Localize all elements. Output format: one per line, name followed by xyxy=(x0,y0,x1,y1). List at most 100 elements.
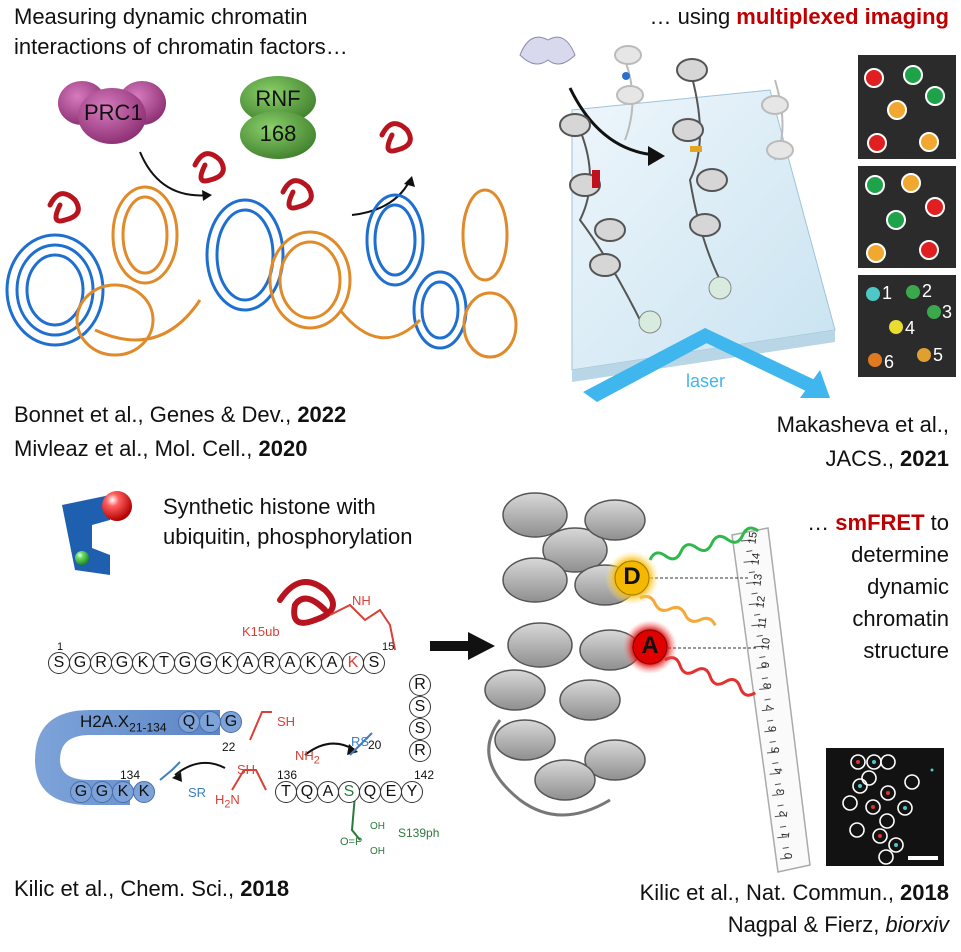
position-136: 136 xyxy=(277,768,298,782)
ruler-number: 2 xyxy=(777,809,791,818)
ruler-number: 6 xyxy=(767,725,780,733)
position-20: 20 xyxy=(368,738,382,752)
ruler-tick xyxy=(767,719,774,722)
ruler-tick xyxy=(756,634,763,637)
nh2-label-2: H2N xyxy=(215,792,240,811)
residue-circle: K xyxy=(133,781,155,803)
ruler-tick xyxy=(769,740,776,743)
ruler-number: 11 xyxy=(756,616,770,630)
polymerase-icon xyxy=(519,36,576,65)
top-right-heading: … using multiplexed imaging xyxy=(649,4,949,29)
ruler-tick xyxy=(761,709,772,712)
rnf-label-line2: 168 xyxy=(259,121,297,146)
ruler-tick xyxy=(761,677,768,680)
residue-circle: S xyxy=(48,652,70,674)
residue-circle: G xyxy=(174,652,196,674)
ref-makasheva-line2: JACS., 2021 xyxy=(825,446,949,471)
thioester-2 xyxy=(159,761,181,781)
acceptor-label: A xyxy=(641,632,659,659)
residue-circle: S xyxy=(338,781,360,803)
ruler-tick xyxy=(751,592,758,595)
spot-number-3: 3 xyxy=(942,302,953,322)
ref-nagpal-fierz: Nagpal & Fierz, biorxiv xyxy=(727,912,949,937)
donor-dye xyxy=(614,560,650,596)
ruler-tick xyxy=(774,783,781,786)
rnf168-complex-icon xyxy=(240,76,316,159)
surface-anchor-2 xyxy=(708,276,732,300)
phosphate-label: O=P xyxy=(340,836,363,848)
laser-beam-in xyxy=(583,328,720,402)
residue-circle: G xyxy=(220,711,242,733)
top-left-heading-line1: Measuring dynamic chromatin xyxy=(14,4,308,29)
big-right-arrow xyxy=(430,632,495,660)
ruler-number: 12 xyxy=(754,594,768,609)
ruler-tick xyxy=(764,730,775,733)
position-15: 15 xyxy=(382,641,395,653)
residue-circle: K xyxy=(216,652,238,674)
residue-circle: G xyxy=(69,652,91,674)
residue-circle: S xyxy=(409,696,431,718)
residue-circle: G xyxy=(111,652,133,674)
ruler-tick xyxy=(754,613,761,616)
cys-sidechain-1 xyxy=(249,711,272,741)
ruler-tick xyxy=(743,560,754,563)
spot-number-5: 5 xyxy=(933,345,944,365)
synthetic-histone-icon xyxy=(62,491,132,575)
surface-anchor-1 xyxy=(638,310,662,334)
ruler-tick xyxy=(772,762,779,765)
residue-circle: Q xyxy=(296,781,318,803)
residue-circle: R xyxy=(409,740,431,762)
ruler-number: 15 xyxy=(746,531,760,545)
acceptor-dye xyxy=(632,629,668,665)
ruler-tick xyxy=(777,804,784,807)
orange-label-marker xyxy=(690,146,702,152)
k15ub-label: K15ub xyxy=(242,624,280,639)
residue-circle: Y xyxy=(401,781,423,803)
residue-circle: S xyxy=(363,652,385,674)
residue-circle: K xyxy=(342,652,364,674)
residue-circle: A xyxy=(317,781,339,803)
nh-linker-label: NH xyxy=(352,593,371,608)
residue-circle: G xyxy=(91,781,113,803)
residue-circle: A xyxy=(279,652,301,674)
ruler-tick xyxy=(740,539,752,542)
spot-number-4: 4 xyxy=(905,318,916,338)
laser-beam-out xyxy=(700,328,815,392)
red-emission-wave xyxy=(664,656,756,697)
oh-label-1: OH xyxy=(370,821,385,832)
sr-label: SR xyxy=(188,785,207,800)
ruler-tick xyxy=(780,825,787,828)
ruler-tick xyxy=(777,836,788,839)
ruler-tick xyxy=(746,581,757,584)
synthetic-histone-line1: Synthetic histone with xyxy=(163,494,376,519)
ruler-tick xyxy=(759,687,770,690)
position-1: 1 xyxy=(57,641,64,653)
residue-circle: E xyxy=(380,781,402,803)
k15-linker xyxy=(329,603,396,651)
synthetic-histone-line2: ubiquitin, phosphorylation xyxy=(163,524,413,549)
ruler-tick xyxy=(774,815,785,818)
ruler-tick xyxy=(764,698,771,701)
ruler-number: 5 xyxy=(769,746,783,754)
residue-circle: K xyxy=(112,781,134,803)
smfret-image xyxy=(826,748,944,866)
cys-sidechain-2 xyxy=(231,769,267,791)
ruler-tick xyxy=(753,645,765,648)
ruler-tick xyxy=(772,793,783,796)
ruler-number: 7 xyxy=(764,703,778,712)
prc1-complex-icon xyxy=(58,81,166,144)
s139ph-label: S139ph xyxy=(398,826,440,840)
ruler-number: 1 xyxy=(780,831,793,839)
residue-circle: A xyxy=(321,652,343,674)
residue-circle: R xyxy=(258,652,280,674)
smfret-heading-line4: chromatin xyxy=(852,606,949,631)
top-left-heading-line2: interactions of chromatin factors… xyxy=(14,34,348,59)
ref-kilic-natcommun: Kilic et al., Nat. Commun., 2018 xyxy=(639,880,949,905)
spot-number-1: 1 xyxy=(882,283,893,303)
orange-emission-wave xyxy=(639,595,717,627)
ruler-tick xyxy=(759,656,766,659)
ruler-number: 14 xyxy=(749,552,763,566)
